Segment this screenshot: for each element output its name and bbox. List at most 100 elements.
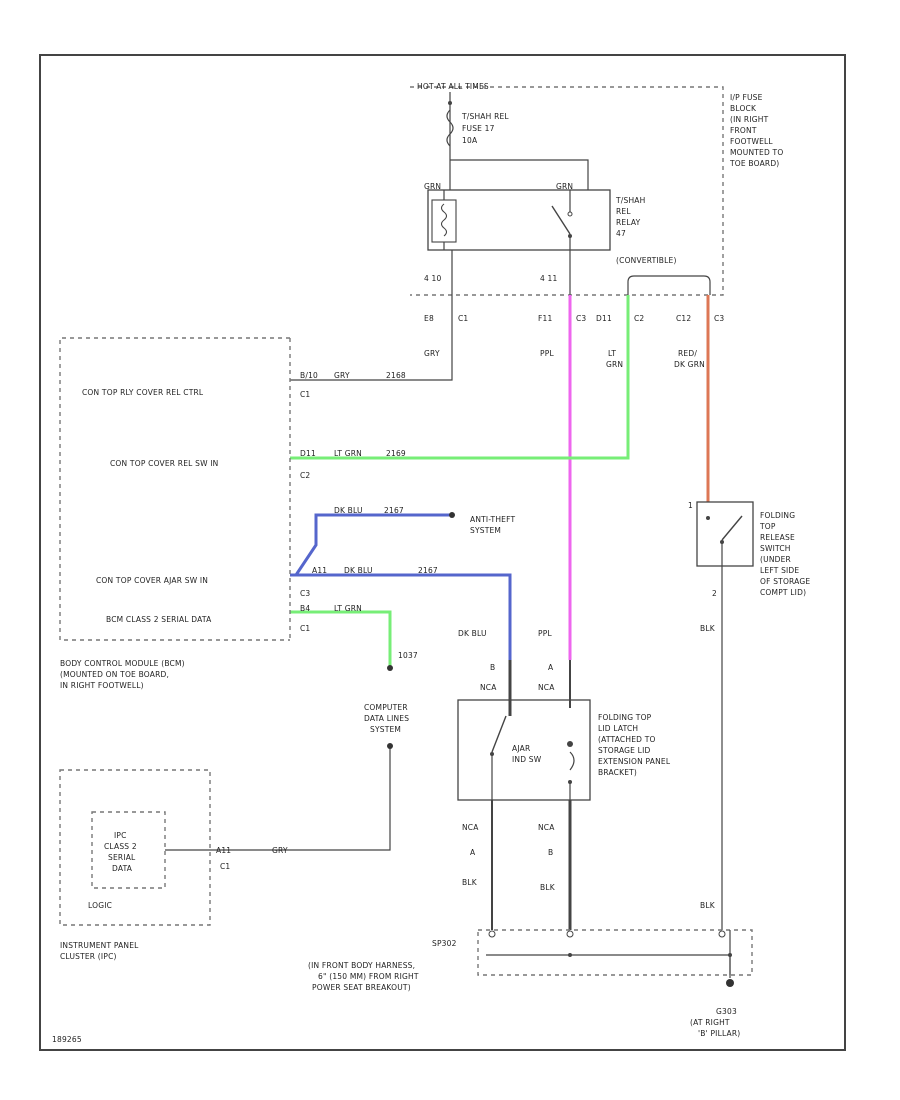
ipc-inner-4: DATA xyxy=(112,864,133,873)
splice-node-1 xyxy=(488,930,496,938)
convertible-bus xyxy=(627,275,711,295)
fuse-block-location-4: FRONT xyxy=(730,126,757,135)
splice-sp302: SP302 (IN FRONT BODY HARNESS, 6" (150 MM… xyxy=(308,929,753,992)
release-label-5: (UNDER xyxy=(760,555,791,564)
bcm-label-1: BODY CONTROL MODULE (BCM) xyxy=(60,659,185,668)
latch-nca-a: NCA xyxy=(462,823,479,832)
bcm-line-1: CON TOP RLY COVER REL CTRL xyxy=(82,388,204,397)
lt-grn-wire xyxy=(290,295,630,460)
latch-nca-1: NCA xyxy=(480,683,497,692)
relay-label-1: T/SHAH xyxy=(615,196,645,205)
hot-at-all-times-label: HOT AT ALL TIMES xyxy=(417,82,489,91)
folding-top-release-switch: 1 FOLDING TOP RELEASE SWITCH (UNDER LEFT… xyxy=(688,501,810,930)
ipc-pin-a11: A11 xyxy=(216,846,231,855)
computer-data-label-1: COMPUTER xyxy=(364,703,408,712)
splice-node-3 xyxy=(718,930,726,938)
blk-bottom-label: BLK xyxy=(700,901,716,910)
anti-theft-label-2: SYSTEM xyxy=(470,526,501,535)
bcm-line-2: CON TOP COVER REL SW IN xyxy=(110,459,219,468)
lt-grn-data-wire xyxy=(290,610,392,666)
ajar-switch-label-2: IND SW xyxy=(512,755,542,764)
latch-label-1: FOLDING TOP xyxy=(598,713,652,722)
bcm-line-4-conn: C1 xyxy=(300,624,310,633)
fuse-block-location-7: TOE BOARD) xyxy=(729,159,779,168)
splice-label-3: POWER SEAT BREAKOUT) xyxy=(312,983,411,992)
latch-label-5: EXTENSION PANEL xyxy=(598,757,671,766)
ipc-inner-3: SERIAL xyxy=(108,853,136,862)
conn-e8: E8 xyxy=(424,314,434,323)
relay-switch-feed-wire xyxy=(450,159,589,190)
dk-blu-2-number: 2167 xyxy=(418,566,438,575)
ipc-pin-c1: C1 xyxy=(220,862,230,871)
fuse-block-location-1: I/P FUSE xyxy=(730,93,763,102)
release-label-6: LEFT SIDE xyxy=(760,566,799,575)
relay-label-2: REL xyxy=(616,207,631,216)
gry-wire-label: GRY xyxy=(424,349,440,358)
bcm-label-3: IN RIGHT FOOTWELL) xyxy=(60,681,144,690)
fuse-block-location-2: BLOCK xyxy=(730,104,757,113)
gry-wire xyxy=(290,295,453,381)
conn-f11: F11 xyxy=(538,314,552,323)
connector-labels: E8 C1 F11 C3 D11 C2 C12 C3 xyxy=(424,314,724,323)
dk-blu-anti-theft-wire xyxy=(294,513,450,576)
gry-ipc-label: GRY xyxy=(272,846,288,855)
ajar-switch-arm-icon xyxy=(491,715,507,753)
release-label-7: OF STORAGE xyxy=(760,577,810,586)
lt-grn-number: 2169 xyxy=(386,449,406,458)
release-label-3: RELEASE xyxy=(760,533,795,542)
ipc-data-arrow xyxy=(387,743,393,749)
gry-circuit-number: 2168 xyxy=(386,371,406,380)
release-switch-arm-icon xyxy=(721,515,743,541)
release-switch-pin-2: 2 xyxy=(712,589,717,598)
ipc-inner-1: IPC xyxy=(114,831,127,840)
diagram-frame xyxy=(39,54,846,1051)
latch-label-4: STORAGE LID xyxy=(598,746,650,755)
lt-grn-label-1: LT xyxy=(608,349,616,358)
bcm-line-2-conn: C2 xyxy=(300,471,310,480)
ipc-logic: LOGIC xyxy=(88,901,112,910)
bcm-line-1-pin: B/10 xyxy=(300,371,318,380)
latch-nca-2: NCA xyxy=(538,683,555,692)
ground-label-2: 'B' PILLAR) xyxy=(698,1029,740,1038)
release-label-2: TOP xyxy=(759,522,776,531)
conn-c3b: C3 xyxy=(714,314,724,323)
lt-grn-label-2: GRN xyxy=(606,360,623,369)
relay-label-3: RELAY xyxy=(616,218,641,227)
latch-pin-b2: B xyxy=(548,848,553,857)
ppl-wire-label: PPL xyxy=(540,349,554,358)
bcm-line-1-conn: C1 xyxy=(300,390,310,399)
splice-node-2 xyxy=(566,930,574,938)
latch-pin-a2: A xyxy=(470,848,476,857)
bus-node xyxy=(448,101,452,105)
red-dk-grn-label-1: RED/ xyxy=(678,349,697,358)
fuse-17-symbol xyxy=(446,109,454,147)
splice-name: SP302 xyxy=(432,939,457,948)
release-contact-1 xyxy=(706,516,710,520)
dk-blu-1-number: 2167 xyxy=(384,506,404,515)
conn-c2: C2 xyxy=(634,314,644,323)
data-circuit-number: 1037 xyxy=(398,651,418,660)
fuse-block: HOT AT ALL TIMES I/P FUSE BLOCK (IN RIGH… xyxy=(410,82,783,296)
release-switch-pin-1: 1 xyxy=(688,501,693,510)
lt-grn-mid-label: LT GRN xyxy=(334,449,362,458)
relay-label-4: 47 xyxy=(616,229,626,238)
anti-theft-label-1: ANTI-THEFT xyxy=(470,515,515,524)
bcm-line-2-pin: D11 xyxy=(300,449,316,458)
conn-c12: C12 xyxy=(676,314,691,323)
latch-label-6: BRACKET) xyxy=(598,768,637,777)
instrument-panel-cluster: IPC CLASS 2 SERIAL DATA LOGIC A11 C1 GRY… xyxy=(59,743,393,961)
release-label-4: SWITCH xyxy=(760,544,791,553)
release-label-8: COMPT LID) xyxy=(760,588,806,597)
data-arrow xyxy=(387,665,393,671)
ground-name: G303 xyxy=(716,1007,737,1016)
bcm-label-2: (MOUNTED ON TOE BOARD, xyxy=(60,670,169,679)
latch-pin-b: B xyxy=(490,663,495,672)
dk-blu-vertical-label: DK BLU xyxy=(458,629,487,638)
conn-c3: C3 xyxy=(576,314,586,323)
latch-switch-icon xyxy=(569,751,575,771)
relay-pin-grn-2: GRN xyxy=(556,182,573,191)
folding-top-lid-latch: B A NCA NCA AJAR IND SW FOLDING TOP LID … xyxy=(457,660,671,930)
latch-label-2: LID LATCH xyxy=(598,724,638,733)
bcm-line-3-conn: C3 xyxy=(300,589,310,598)
